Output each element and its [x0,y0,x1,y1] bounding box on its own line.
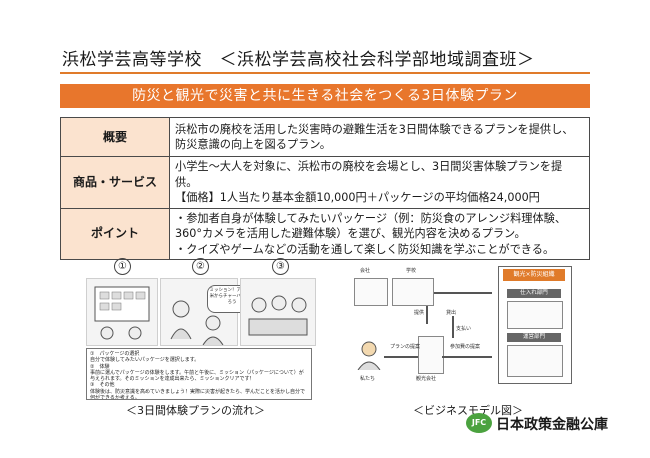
page-title: 浜松学芸高等学校 ＜浜松学芸高校社会科学部地域調査班＞ [62,45,535,70]
header-divider [60,72,590,74]
dept-illustration [507,345,563,377]
flow-caption: ＜3日間体験プランの流れ＞ [126,404,265,417]
step-number: ② [192,258,209,275]
product-line: 小学生～大人を対象に、浜松市の廃校を会場とし、3日間災害体験プランを提供。 [175,160,563,189]
dept-label: 仕入れ部門 [507,289,561,298]
dept-label: 運営部門 [507,333,561,342]
operator-building-icon [418,336,444,374]
summary-table: 概要 浜松市の廃校を活用した災害時の避難生活を3日間体験できるプランを提供し、防… [60,117,590,260]
org-panel-title: 観光×防災組織 [503,269,565,281]
step2-illustration: ミッション！アルファ米からチャーハンを作ろう [160,278,257,346]
org-panel: 観光×防災組織 仕入れ部門 運営部門 [498,266,572,384]
school-name: 浜松学芸高等学校 [62,50,202,70]
table-row: 商品・サービス 小学生～大人を対象に、浜松市の廃校を会場とし、3日間災害体験プラ… [60,156,590,209]
row-text-overview: 浜松市の廃校を活用した災害時の避難生活を3日間体験できるプランを提供し、防災意識… [169,117,590,157]
person-icon [357,341,381,370]
table-row: 概要 浜松市の廃校を活用した災害時の避難生活を3日間体験できるプランを提供し、防… [60,117,590,157]
logo-name: 日本政策金融公庫 [496,417,608,433]
step3-illustration [240,278,316,346]
business-model-figure: 会社 学校 提供 貸出 支払い プランの提案 参加費の提案 観光会社 私たち 観… [352,258,572,400]
company-building-icon [354,278,388,306]
step1-illustration [86,278,158,346]
row-label-points: ポイント [60,207,170,260]
school-building-icon [392,278,434,306]
model-caption: ＜ビジネスモデル図＞ [413,404,523,417]
step-number: ③ [272,258,289,275]
row-label-overview: 概要 [60,117,170,157]
point-line: ・参加者自身が体験してみたいパッケージ（例：防災食のアレンジ料理体験、360°カ… [175,211,567,241]
logo-badge: JFC [466,413,492,433]
point-line: ・クイズやゲームなどの活動を通して楽しく防災知識を学ぶことができる。 [175,242,555,256]
table-row: ポイント ・参加者自身が体験してみたいパッケージ（例：防災食のアレンジ料理体験、… [60,207,590,260]
step-number: ① [114,258,131,275]
experience-flow-figure: ① ② ③ ミッション！アルファ米からチャーハンを作ろう [86,258,316,400]
flow-notes: ① パッケージの選択 自分で体験してみたいパッケージを選択します。 ② 体験 事… [86,348,312,400]
row-label-product: 商品・サービス [60,156,170,209]
dept-illustration [507,301,563,329]
row-text-points: ・参加者自身が体験してみたいパッケージ（例：防災食のアレンジ料理体験、360°カ… [169,207,590,260]
team-name: ＜浜松学芸高校社会科学部地域調査班＞ [219,50,535,70]
price-line: 【価格】1人当たり基本金額10,000円＋パッケージの平均価格24,000円 [175,191,540,204]
row-text-product: 小学生～大人を対象に、浜松市の廃校を会場とし、3日間災害体験プランを提供。 【価… [169,156,590,209]
plan-title-banner: 防災と観光で災害と共に生きる社会をつくる3日体験プラン [60,84,590,108]
